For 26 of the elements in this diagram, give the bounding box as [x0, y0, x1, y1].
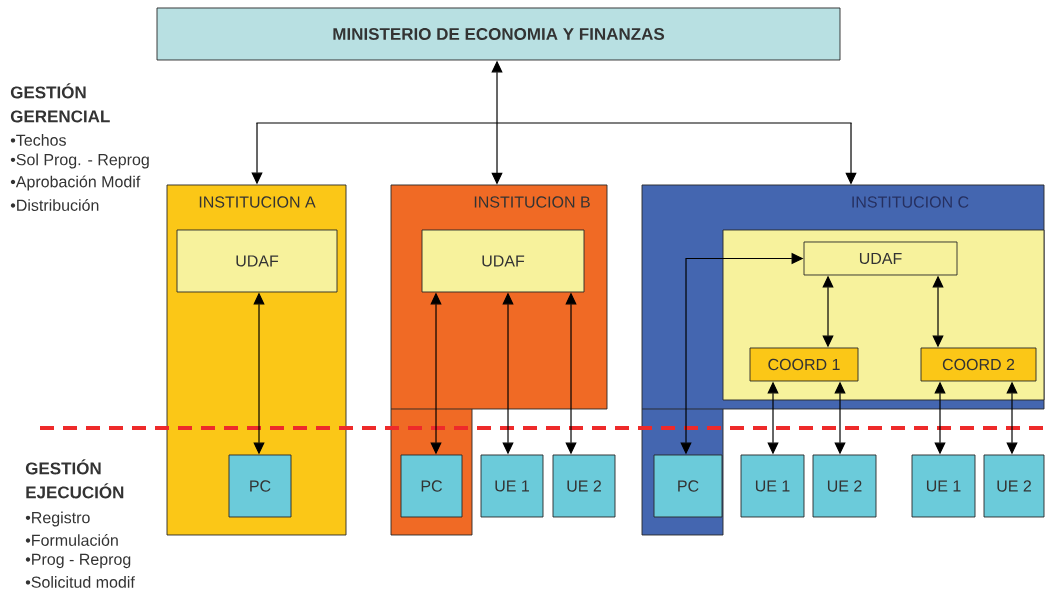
bullet-item: •Formulación	[25, 534, 118, 546]
unit-box: UDAF	[421, 229, 585, 293]
bullet-item: •Techos	[10, 134, 66, 146]
unit-box: UE 1	[911, 454, 976, 518]
unit-box: PC	[228, 454, 292, 518]
unit-box: UE 2	[983, 454, 1045, 518]
section-heading: GESTIÓN GERENCIAL	[10, 83, 110, 123]
unit-box: UE 2	[812, 454, 877, 518]
unit-box: UE 2	[552, 454, 616, 518]
unit-box: PC	[400, 454, 463, 518]
bullet-item: •Prog - Reprog	[25, 553, 131, 569]
ministry-box: MINISTERIO DE ECONOMIA Y FINANZAS	[156, 7, 841, 61]
unit-box: PC	[653, 454, 723, 518]
unit-box: UE 1	[740, 454, 805, 518]
bullet-item: •Sol Prog. - Reprog	[10, 153, 149, 169]
bullet-item: •Solicitud modif	[25, 576, 135, 588]
unit-box: UE 1	[480, 454, 544, 518]
section-heading: GESTIÓN EJECUCIÓN	[25, 459, 124, 499]
unit-box: COORD 1	[749, 347, 859, 382]
bullet-item: •Registro	[25, 511, 90, 527]
unit-box: UDAF	[803, 241, 958, 276]
bullet-item: •Distribución	[10, 199, 99, 211]
unit-box: UDAF	[176, 229, 338, 293]
unit-box: COORD 2	[920, 347, 1037, 382]
connector-line	[255, 122, 853, 124]
bullet-item: •Aprobación Modif	[10, 175, 141, 191]
